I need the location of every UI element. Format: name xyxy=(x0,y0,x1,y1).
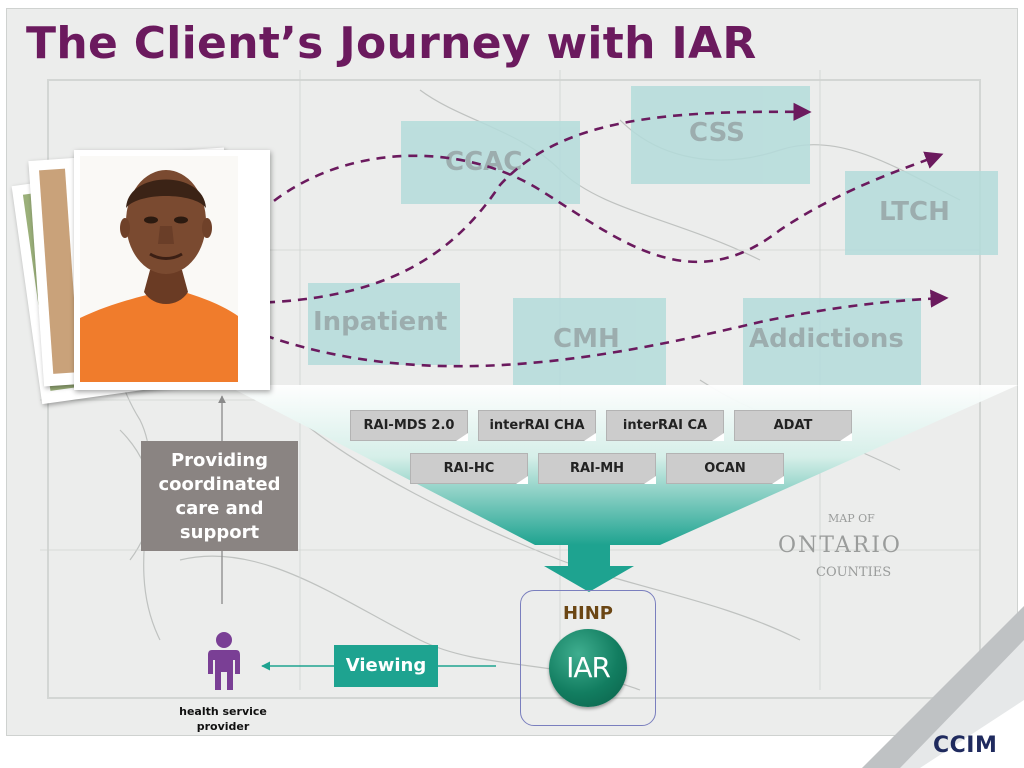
iar-logo-text: IAR xyxy=(566,651,611,684)
region-addictions: Addictions xyxy=(743,298,921,385)
ccim-logo: CCIM xyxy=(933,733,998,758)
care-line-1: Providing xyxy=(170,450,269,471)
client-portrait xyxy=(80,156,238,382)
map-caption-ontario: ONTARIO xyxy=(778,533,902,558)
client-photo xyxy=(74,150,270,390)
map-caption-counties: COUNTIES xyxy=(816,565,892,580)
region-ccac: CCAC xyxy=(401,121,580,204)
slide-title: The Client’s Journey with IAR xyxy=(26,18,757,69)
care-line-2: coordinated xyxy=(158,474,281,495)
provider-label-line-2: provider xyxy=(196,720,250,733)
provider-label: health service provider xyxy=(160,704,286,734)
tool-rai-mh: RAI-MH xyxy=(538,453,656,484)
region-label-inpatient: Inpatient xyxy=(313,307,448,337)
region-label-css: CSS xyxy=(689,118,745,148)
region-inpatient: Inpatient xyxy=(308,283,460,365)
region-label-addictions: Addictions xyxy=(749,324,904,354)
tool-interrai-cha: interRAI CHA xyxy=(478,410,596,441)
region-label-ltch: LTCH xyxy=(879,197,950,227)
tool-interrai-ca: interRAI CA xyxy=(606,410,724,441)
iar-logo-icon: IAR xyxy=(549,629,627,707)
hinp-label: HINP xyxy=(562,603,614,624)
region-ltch: LTCH xyxy=(845,171,998,255)
provider-label-line-1: health service xyxy=(179,705,267,718)
region-label-ccac: CCAC xyxy=(445,147,523,177)
region-cmh: CMH xyxy=(513,298,666,385)
tool-ocan: OCAN xyxy=(666,453,784,484)
region-label-cmh: CMH xyxy=(553,324,620,354)
journey-path-2 xyxy=(249,102,812,305)
tool-rai-mds: RAI-MDS 2.0 xyxy=(350,410,468,441)
viewing-label: Viewing xyxy=(334,645,438,687)
tool-adat: ADAT xyxy=(734,410,852,441)
arrow-down-icon xyxy=(544,545,634,592)
care-support-box: Providing coordinated care and support xyxy=(141,441,298,551)
client-photos xyxy=(11,138,270,405)
journey-path-3 xyxy=(249,289,949,368)
map-caption-map-of: MAP OF xyxy=(828,512,875,525)
care-line-3: care and xyxy=(175,498,264,519)
hinp-box: HINP IAR xyxy=(520,590,656,726)
region-css: CSS xyxy=(631,86,810,184)
journey-path-1 xyxy=(249,151,944,264)
care-line-4: support xyxy=(179,522,260,543)
tool-rai-hc: RAI-HC xyxy=(410,453,528,484)
